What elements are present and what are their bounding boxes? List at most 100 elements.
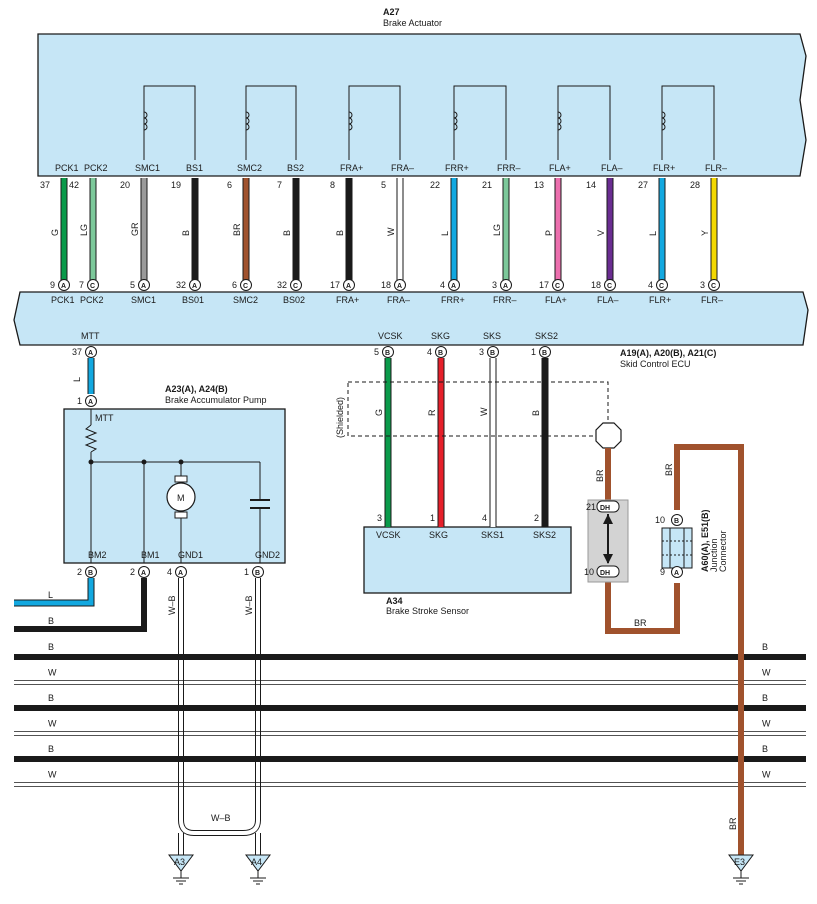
- wire-color-FLR–: Y: [700, 230, 710, 236]
- actuator-pin-FLA+: FLA+: [549, 163, 571, 173]
- ecu-conn-FRA–: [394, 279, 406, 291]
- ecu-lower-conn-SKG-letter: B: [438, 350, 443, 357]
- ecu-pin-FLA+: FLA+: [545, 295, 567, 305]
- ecu-conn-FLR+: [656, 279, 668, 291]
- pump-bm2-wire: L: [14, 578, 95, 607]
- ecu-conn-BS02: [290, 279, 302, 291]
- ecu-conn-FRA+-letter: A: [346, 283, 351, 290]
- sensor-wire-color-VCSK: G: [374, 409, 384, 416]
- wire-color-SMC1: GR: [130, 222, 140, 236]
- ecu-pin-no-BS01: 32: [176, 280, 186, 290]
- actuator-pin-PCK1: PCK1: [55, 163, 79, 173]
- pump-conn-GND1: [175, 566, 187, 578]
- ecu-lower-no-SKS2: 1: [531, 347, 536, 357]
- pump-pin-GND1: GND1: [178, 550, 203, 560]
- sensor-wire-color-SKS: W: [479, 407, 489, 416]
- ecu-pin-BS01: BS01: [182, 295, 204, 305]
- dh-bottom-number: 10: [584, 567, 594, 577]
- pump-pin-no-BM2: 2: [77, 567, 82, 577]
- ecu-conn-BS01: [189, 279, 201, 291]
- ecu-pin-no-PCK2: 7: [79, 280, 84, 290]
- bundle-right-label-3: W: [762, 719, 771, 729]
- actuator-pin-FRR–: FRR–: [497, 163, 521, 173]
- ecu-lower-conn-VCSK-letter: B: [385, 350, 390, 357]
- pump-conn-BM2: [85, 566, 97, 578]
- ecu-pin-SMC2: SMC2: [233, 295, 258, 305]
- shield-outline: (Shielded): [335, 381, 609, 438]
- ecu-pin-no-BS02: 32: [277, 280, 287, 290]
- sensor-pin-no-SKS2: 2: [534, 513, 539, 523]
- ecu-pin-no-SMC1: 5: [130, 280, 135, 290]
- ecu-conn-FRA–-letter: A: [397, 283, 402, 290]
- ecu-conn-FRR+-letter: A: [451, 283, 456, 290]
- ecu-pin-FRR–: FRR–: [493, 295, 517, 305]
- bm1-wire-color: B: [48, 616, 54, 626]
- solenoid-coil-SMC1: [143, 85, 196, 160]
- sensor-pin-no-SKS1: 4: [482, 513, 487, 523]
- gnd2-wire-color: W–B: [244, 595, 254, 615]
- ecu-conn-PCK2-letter: C: [90, 283, 95, 290]
- solenoid-coil-SMC2: [245, 85, 297, 160]
- ground-label-A3: A3: [174, 857, 185, 867]
- wire-color-FRA–: W: [386, 227, 396, 236]
- ground-points: A3 A4 E3: [168, 854, 754, 885]
- ground-label-E3: E3: [734, 857, 745, 867]
- dh-top-number: 21: [586, 502, 596, 512]
- solenoid-coil-FLA+: [557, 85, 611, 160]
- ground-wires: W–B W–B W–B: [167, 578, 261, 855]
- ecu-lower-no-MTT: 37: [72, 347, 82, 357]
- bundle-right-label-1: W: [762, 668, 771, 678]
- actuator-pin-no-BS2: 7: [277, 180, 282, 190]
- actuator-pin-FRA–: FRA–: [391, 163, 414, 173]
- actuator-pin-PCK2: PCK2: [84, 163, 108, 173]
- ecu-lower-conn-SKS2-letter: B: [542, 350, 547, 357]
- pump-conn-GND1-letter: A: [178, 570, 183, 577]
- junction-ref: A60(A), E51(B): [700, 509, 710, 572]
- ecu-conn-FRA+: [343, 279, 355, 291]
- ecu-conn-FLR–: [708, 279, 720, 291]
- wire-color-FLA–: V: [596, 230, 606, 236]
- drain-wire-color: BR: [595, 469, 605, 482]
- capacitor-symbol: [250, 499, 270, 509]
- pump-pin-BM1: BM1: [141, 550, 160, 560]
- junction-name-2: Connector: [718, 530, 728, 572]
- junction-top-number: 10: [655, 515, 665, 525]
- ecu-pin-PCK2: PCK2: [80, 295, 104, 305]
- pump-pin-no-GND1: 4: [167, 567, 172, 577]
- ecu-conn-FLA+: [552, 279, 564, 291]
- actuator-pin-BS1: BS1: [186, 163, 203, 173]
- pump-conn-GND2-letter: B: [255, 570, 260, 577]
- actuator-name: Brake Actuator: [383, 18, 442, 28]
- ecu-pin-PCK1: PCK1: [51, 295, 75, 305]
- pump-bm1-wire: B: [14, 578, 147, 632]
- ecu-pin-no-SMC2: 6: [232, 280, 237, 290]
- actuator-pin-no-FRR–: 21: [482, 180, 492, 190]
- bundle-left-label-1: W: [48, 668, 57, 678]
- actuator-pin-no-BS1: 19: [171, 180, 181, 190]
- ecu-pin-no-FRA–: 18: [381, 280, 391, 290]
- solenoid-coil-FRA+: [348, 85, 401, 160]
- pump-pin-GND2: GND2: [255, 550, 280, 560]
- ecu-conn-FLR–-letter: C: [711, 283, 716, 290]
- bm2-wire-color: L: [48, 590, 53, 600]
- shield-drain-wire: BR BR BR BR: [595, 422, 744, 855]
- pump-top-conn-letter: A: [88, 399, 93, 406]
- sensor-pin-SKG: SKG: [429, 530, 448, 540]
- ecu-pin-FRA–: FRA–: [387, 295, 410, 305]
- solenoid-coils: [143, 85, 715, 160]
- pump-name: Brake Accumulator Pump: [165, 395, 267, 405]
- pump-top-no: 1: [77, 396, 82, 406]
- ecu-lower-conn-VCSK: [382, 346, 394, 358]
- actuator-pin-no-FLR+: 27: [638, 180, 648, 190]
- pump-conn-GND2: [252, 566, 264, 578]
- ground-join-wire-color: W–B: [211, 813, 231, 823]
- actuator-pin-FLR+: FLR+: [653, 163, 675, 173]
- ecu-conn-BS01-letter: A: [192, 283, 197, 290]
- pump-conn-BM1-letter: A: [141, 570, 146, 577]
- ground-label-A4: A4: [251, 857, 262, 867]
- junction-bottom-number: 9: [660, 567, 665, 577]
- pump-ref: A23(A), A24(B): [165, 384, 228, 394]
